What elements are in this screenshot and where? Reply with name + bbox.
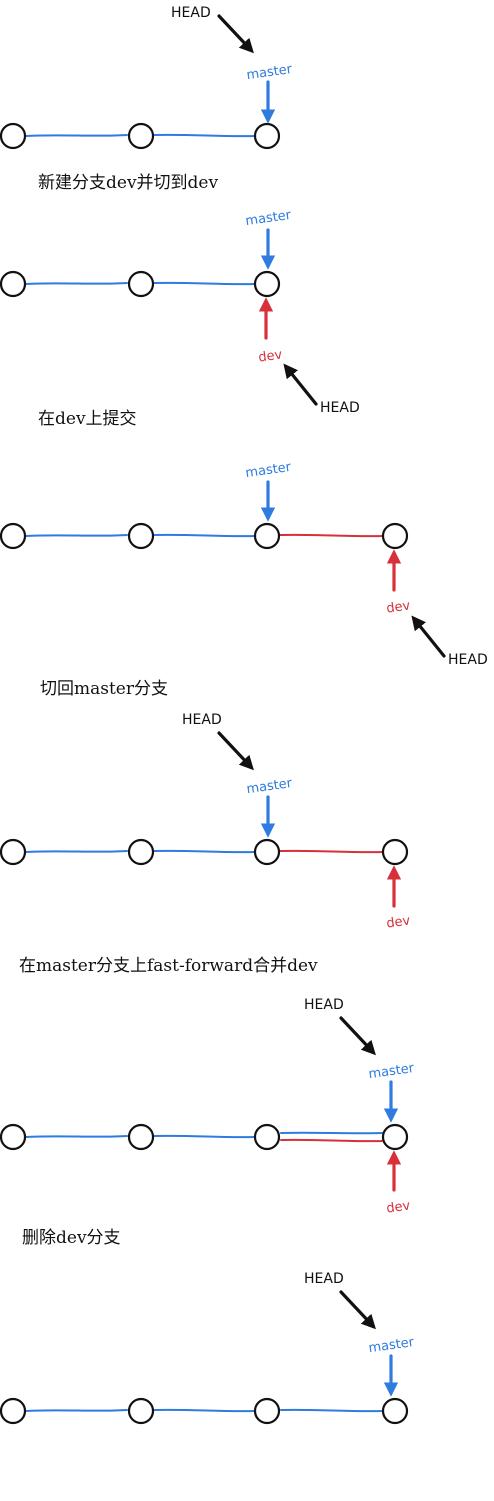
- commit-node: [127, 270, 155, 298]
- dev-label: dev: [385, 1198, 411, 1216]
- master-branch-line: [25, 134, 128, 137]
- head-pointer-arrow: [283, 363, 318, 406]
- head-label: HEAD: [448, 652, 488, 668]
- commit-node: [0, 122, 27, 150]
- master-branch-line: [153, 849, 255, 854]
- stage-2: master dev HEAD: [0, 208, 360, 416]
- commit-node: [0, 522, 27, 550]
- master-branch-line: [153, 533, 255, 538]
- caption-commit-on-dev: 在dev上提交: [38, 409, 137, 429]
- commit-node: [127, 122, 155, 150]
- head-pointer-arrow: [217, 731, 254, 771]
- caption-create-dev: 新建分支dev并切到dev: [38, 173, 218, 193]
- stage-1: master HEAD: [0, 5, 294, 150]
- master-branch-line: [25, 850, 128, 853]
- dev-branch-line: [279, 533, 383, 538]
- caption-fast-forward-merge: 在master分支上fast-forward合并dev: [19, 956, 318, 976]
- dev-label: dev: [385, 913, 411, 931]
- commit-node: [381, 838, 409, 866]
- stage-6: HEAD master: [0, 1271, 416, 1425]
- commit-node: [127, 838, 155, 866]
- master-label: master: [245, 208, 293, 229]
- dev-branch-line: [280, 1138, 383, 1143]
- stage-5: HEAD master dev: [0, 997, 416, 1217]
- head-label: HEAD: [320, 400, 360, 416]
- commit-node: [0, 270, 27, 298]
- master-branch-line: [280, 1131, 383, 1135]
- master-branch-line: [25, 534, 128, 537]
- head-label: HEAD: [182, 712, 222, 728]
- commit-node: [381, 1397, 409, 1425]
- head-label: HEAD: [304, 1271, 344, 1287]
- master-branch-line: [153, 1134, 255, 1139]
- master-branch-line: [153, 133, 255, 138]
- master-branch-line: [153, 281, 255, 286]
- commit-node: [253, 522, 281, 550]
- commit-node: [127, 1397, 155, 1425]
- dev-label: dev: [257, 347, 283, 365]
- commit-node: [253, 270, 281, 298]
- commit-node: [0, 1123, 27, 1151]
- commit-node: [127, 522, 155, 550]
- commit-node: [0, 1397, 27, 1425]
- head-pointer-arrow: [339, 1016, 376, 1056]
- master-label: master: [246, 62, 294, 83]
- caption-delete-dev: 删除dev分支: [22, 1228, 121, 1248]
- head-pointer-arrow: [217, 14, 254, 54]
- dev-label: dev: [385, 598, 411, 616]
- master-branch-line: [153, 1408, 255, 1413]
- master-label: master: [368, 1335, 416, 1356]
- master-label: master: [245, 460, 293, 481]
- master-label: master: [246, 776, 294, 797]
- commit-node: [127, 1123, 155, 1151]
- master-label: master: [368, 1061, 416, 1082]
- head-pointer-arrow: [411, 615, 446, 658]
- master-branch-line: [25, 1409, 128, 1412]
- commit-node: [253, 1123, 281, 1151]
- commit-node: [381, 1123, 409, 1151]
- head-label: HEAD: [304, 997, 344, 1013]
- stage-3: master dev HEAD: [0, 460, 488, 668]
- head-pointer-arrow: [339, 1290, 376, 1330]
- master-branch-line: [25, 1135, 128, 1138]
- head-label: HEAD: [171, 5, 211, 21]
- master-branch-line: [25, 282, 128, 285]
- caption-checkout-master: 切回master分支: [40, 679, 168, 699]
- dev-branch-line: [279, 849, 383, 854]
- commit-node: [253, 122, 281, 150]
- commit-node: [253, 1397, 281, 1425]
- commit-node: [253, 838, 281, 866]
- commit-node: [381, 522, 409, 550]
- master-branch-line: [280, 1408, 383, 1413]
- stage-4: HEAD master dev: [0, 712, 412, 932]
- commit-node: [0, 838, 27, 866]
